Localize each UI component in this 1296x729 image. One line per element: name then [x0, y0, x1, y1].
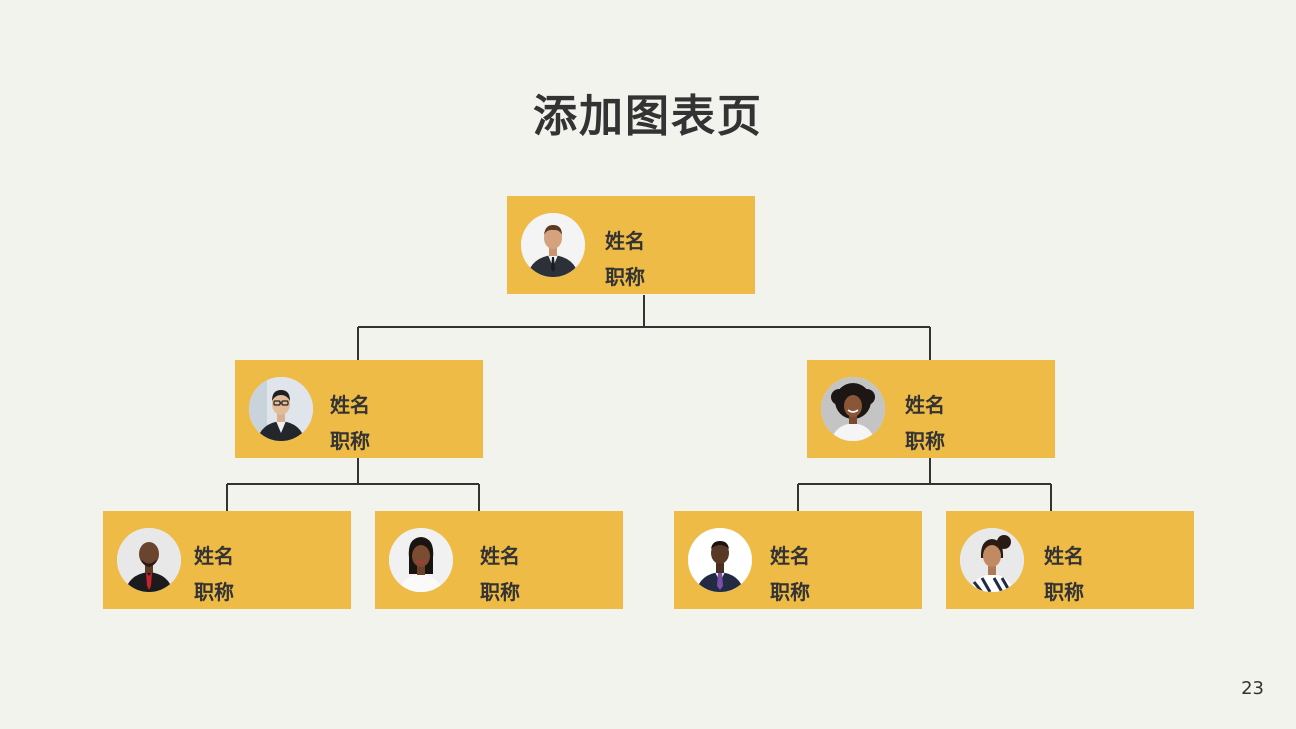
man-purple-tie-photo	[688, 528, 752, 592]
org-node-right-2[interactable]: 姓名 职称	[946, 511, 1194, 609]
man-in-suit-photo	[521, 213, 585, 277]
node-title: 职称	[1044, 580, 1084, 604]
man-red-tie-photo	[117, 528, 181, 592]
man-with-glasses-photo	[249, 377, 313, 441]
woman-white-top-photo	[389, 528, 453, 592]
node-name: 姓名	[905, 393, 945, 417]
page-title: 添加图表页	[533, 91, 763, 142]
node-title: 职称	[194, 580, 234, 604]
avatar	[521, 213, 585, 277]
org-node-left[interactable]: 姓名 职称	[235, 360, 483, 458]
node-name: 姓名	[770, 544, 810, 568]
woman-curly-hair-photo	[821, 377, 885, 441]
node-title: 职称	[480, 580, 520, 604]
avatar	[960, 528, 1024, 592]
org-node-root[interactable]: 姓名 职称	[507, 196, 755, 294]
avatar	[249, 377, 313, 441]
node-title: 职称	[605, 265, 645, 289]
avatar	[117, 528, 181, 592]
avatar	[688, 528, 752, 592]
org-node-left-1[interactable]: 姓名 职称	[103, 511, 351, 609]
node-name: 姓名	[605, 229, 645, 253]
node-title: 职称	[330, 429, 370, 453]
node-title: 职称	[905, 429, 945, 453]
avatar	[389, 528, 453, 592]
woman-striped-top-photo	[960, 528, 1024, 592]
page-number: 23	[1241, 678, 1264, 699]
org-node-right[interactable]: 姓名 职称	[807, 360, 1055, 458]
avatar	[821, 377, 885, 441]
node-name: 姓名	[330, 393, 370, 417]
node-name: 姓名	[194, 544, 234, 568]
node-title: 职称	[770, 580, 810, 604]
org-node-left-2[interactable]: 姓名 职称	[375, 511, 623, 609]
node-name: 姓名	[480, 544, 520, 568]
node-name: 姓名	[1044, 544, 1084, 568]
org-node-right-1[interactable]: 姓名 职称	[674, 511, 922, 609]
